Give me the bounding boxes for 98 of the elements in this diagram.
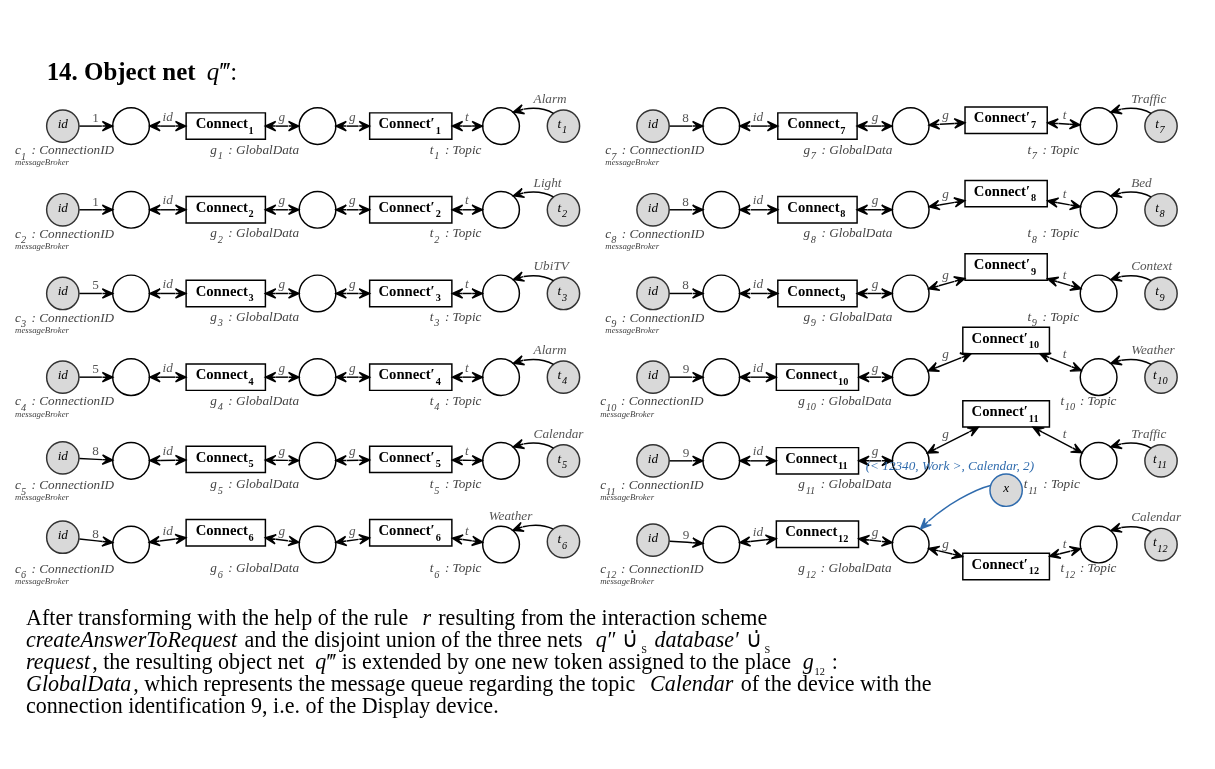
edge-label: t bbox=[465, 275, 469, 291]
edge-label: g bbox=[278, 275, 286, 291]
node-label: t$_{2}$ : Topic bbox=[429, 225, 482, 245]
edge-label: Context bbox=[1131, 258, 1173, 274]
edge-label: t bbox=[465, 522, 469, 538]
edge-label: g bbox=[942, 267, 949, 283]
edge-label: Calendar bbox=[1131, 509, 1182, 525]
edge-label: id bbox=[162, 108, 173, 124]
edge-label: 8 bbox=[92, 443, 99, 459]
edge-label: Alarm bbox=[533, 90, 567, 106]
edge-label: t bbox=[1062, 107, 1067, 123]
edge-label: t bbox=[1062, 535, 1067, 551]
edge-label: g bbox=[349, 275, 356, 291]
node-label: t$_{12}$ : Topic bbox=[1060, 559, 1117, 580]
caption: After transforming with the help of the rule r resulting from the interaction scheme createAnswerToRequest and the disjoint union of the three nets q″ ∪̇$_{S}$ database′ ∪̇$_{S}$ request, the resulting object net q‴ is extended by one new token assigned to the place g$_{12}$ : GlobalData, which represents the message queue regarding the topic Calendar of the device with the connection identification 9, i.e. of the Display device. bbox=[26, 605, 932, 719]
node-label: t$_{1}$ : Topic bbox=[429, 141, 482, 162]
edge-label: g bbox=[871, 443, 879, 459]
edge-label: g bbox=[349, 108, 356, 124]
edge-label: g bbox=[942, 535, 949, 551]
edge-label: 8 bbox=[682, 277, 689, 293]
edge-label: 1 bbox=[92, 109, 99, 125]
edge-label: t bbox=[1062, 346, 1067, 362]
edge-label: id bbox=[752, 275, 764, 291]
edge-label: g bbox=[349, 359, 356, 375]
edge-label: Weather bbox=[488, 507, 533, 523]
diagram-title: 14. Object net q‴: bbox=[46, 57, 238, 85]
edge-label: g bbox=[349, 443, 356, 459]
node-label: g$_{10}$ : GlobalData bbox=[798, 392, 892, 413]
edge-label: g bbox=[278, 192, 286, 208]
node-label: g$_{11}$ : GlobalData bbox=[798, 476, 892, 496]
edge-label: id bbox=[752, 443, 764, 459]
node-label: g$_{7}$ : GlobalData bbox=[803, 141, 893, 162]
edge-label: g bbox=[942, 186, 949, 202]
edge-label: t bbox=[465, 443, 469, 459]
edge-label: Alarm bbox=[533, 341, 567, 357]
edge-label: 8 bbox=[92, 525, 99, 541]
node-label: t$_{10}$ : Topic bbox=[1060, 392, 1117, 413]
edge-label: UbiTV bbox=[533, 258, 569, 274]
edge-label: t bbox=[1062, 186, 1067, 202]
edge-label: id bbox=[162, 522, 173, 538]
node-label: t$_{11}$ : Topic bbox=[1023, 476, 1080, 496]
edge-label: g bbox=[871, 524, 879, 540]
edge-label: g bbox=[942, 107, 949, 123]
edge-label: 9 bbox=[682, 444, 690, 460]
edge-label: id bbox=[752, 359, 764, 375]
edge-label: g bbox=[871, 275, 879, 291]
edge-label: Calendar bbox=[533, 425, 584, 441]
edge-label: t bbox=[465, 108, 469, 124]
node-label: t$_{8}$ : Topic bbox=[1027, 225, 1080, 245]
node-label: g$_{2}$ : GlobalData bbox=[210, 225, 300, 245]
edge-label: g bbox=[278, 108, 286, 124]
node-label: g$_{1}$ : GlobalData bbox=[210, 141, 300, 162]
edge-label: g bbox=[278, 359, 286, 375]
edge-label: id bbox=[752, 524, 764, 540]
edge-label: Traffic bbox=[1131, 90, 1167, 106]
edge-label: g bbox=[278, 522, 286, 538]
edge-label: id bbox=[162, 359, 173, 375]
edge-label: t bbox=[465, 192, 469, 208]
edge-label: Bed bbox=[1131, 174, 1152, 190]
edge-label: 5 bbox=[92, 277, 99, 293]
edge-label: 1 bbox=[92, 193, 99, 209]
edge-label: g bbox=[349, 522, 356, 538]
node-label: t$_{9}$ : Topic bbox=[1027, 308, 1080, 329]
edge-label: 8 bbox=[682, 193, 689, 209]
edge-label: id bbox=[162, 443, 173, 459]
edge-label: 9 bbox=[682, 526, 690, 542]
node-label: g$_{5}$ : GlobalData bbox=[210, 476, 300, 496]
edge-label: g bbox=[942, 425, 949, 441]
edge-label: Light bbox=[533, 174, 562, 190]
node-label: g$_{9}$ : GlobalData bbox=[803, 308, 893, 329]
node-label: g$_{8}$ : GlobalData bbox=[803, 225, 893, 245]
edge-label: t bbox=[465, 359, 469, 375]
edge-label: id bbox=[162, 192, 173, 208]
edge-label: id bbox=[752, 192, 764, 208]
node-label: g$_{12}$ : GlobalData bbox=[798, 559, 892, 580]
node-label: t$_{6}$ : Topic bbox=[429, 559, 482, 580]
node-label: g$_{6}$ : GlobalData bbox=[210, 559, 300, 580]
edge-label: id bbox=[162, 275, 173, 291]
node-label: g$_{3}$ : GlobalData bbox=[210, 308, 300, 329]
edge-label: Weather bbox=[1131, 341, 1175, 357]
edge-label: t bbox=[1062, 267, 1067, 283]
edge-label: g bbox=[278, 443, 286, 459]
node-label: t$_{4}$ : Topic bbox=[429, 392, 482, 413]
edge-label: 9 bbox=[682, 361, 690, 377]
node-label: t$_{5}$ : Topic bbox=[429, 476, 482, 496]
edge-label: t bbox=[1062, 425, 1067, 441]
edge-label: g bbox=[871, 359, 879, 375]
edge-label: g bbox=[942, 346, 949, 362]
edge-label: g bbox=[871, 108, 879, 124]
edge-label: 5 bbox=[92, 361, 99, 377]
edge-label: id bbox=[752, 108, 764, 124]
edge-label: g bbox=[871, 192, 879, 208]
edge-label: 8 bbox=[682, 109, 689, 125]
node-label: g$_{4}$ : GlobalData bbox=[210, 392, 300, 413]
node-label: t$_{7}$ : Topic bbox=[1027, 141, 1080, 162]
edge-label: Traffic bbox=[1131, 425, 1167, 441]
node-label: t$_{3}$ : Topic bbox=[429, 308, 482, 329]
edge-label: g bbox=[349, 192, 356, 208]
